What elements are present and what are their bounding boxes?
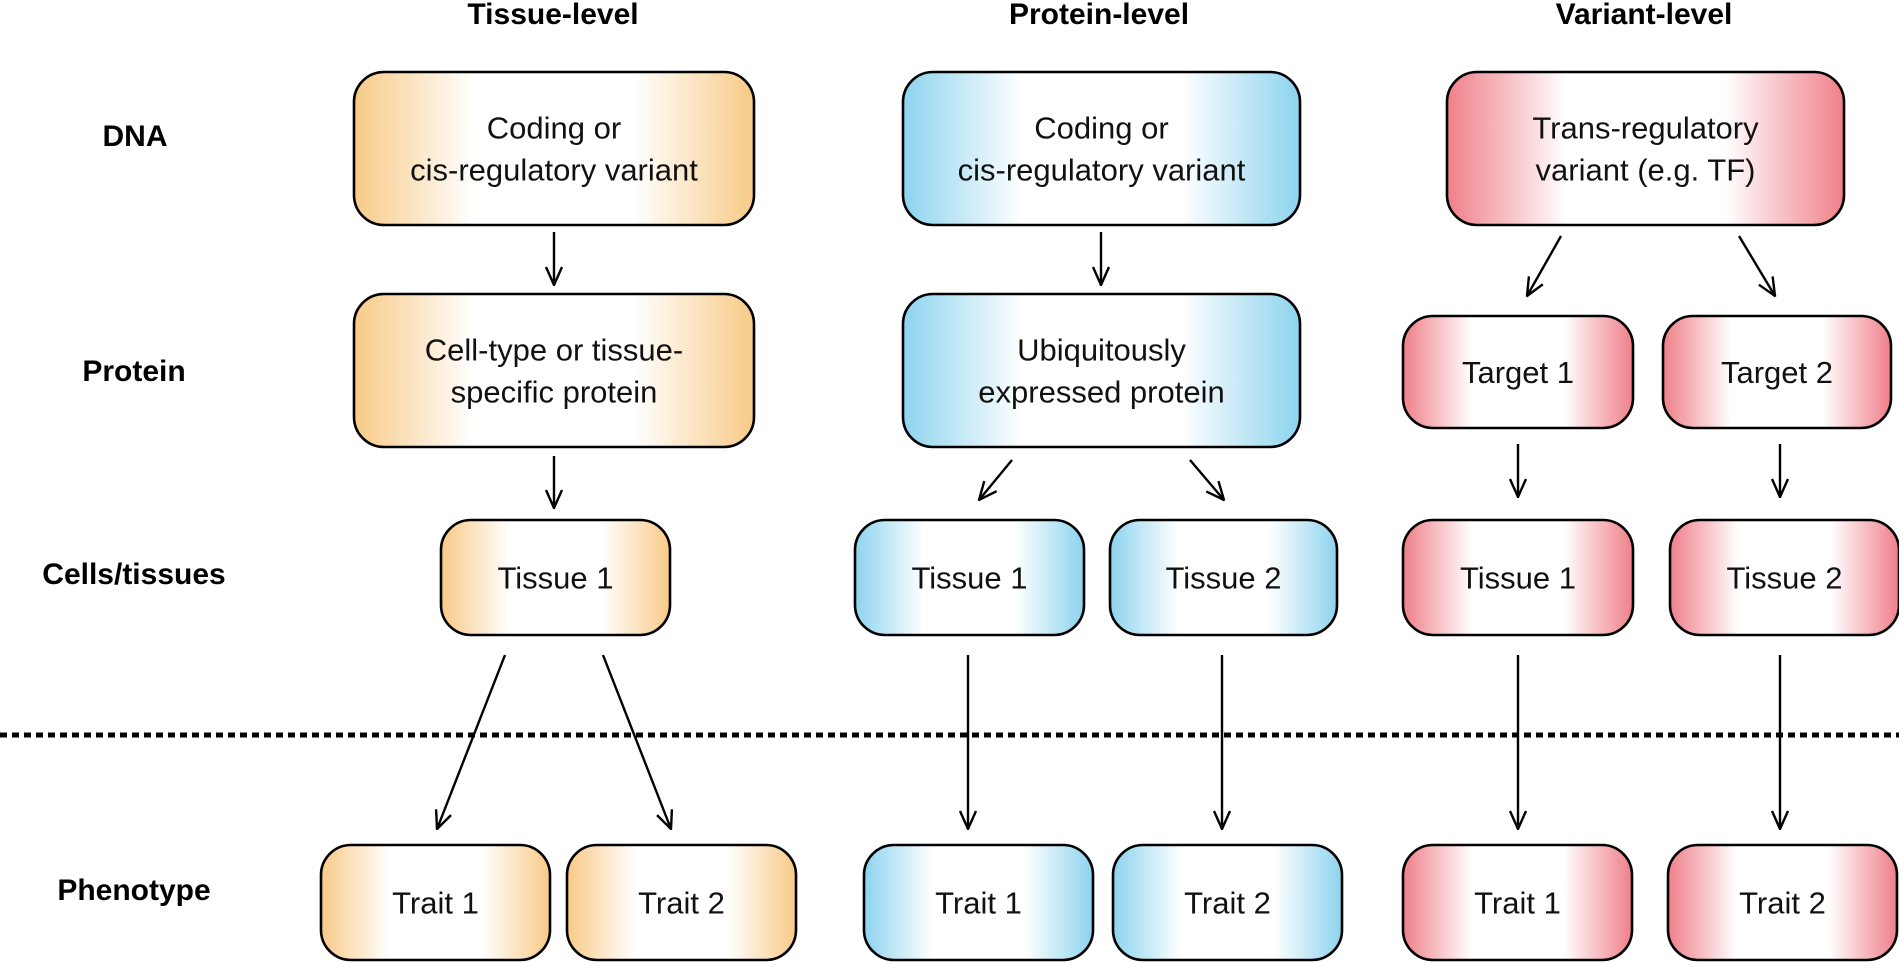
tissue-level-trait2-node: Trait 2 bbox=[565, 843, 798, 962]
tissue-level-protein-node-shape bbox=[352, 292, 756, 449]
variant-level-target2-node: Target 2 bbox=[1661, 314, 1893, 430]
tissue-level-trait1-node-shape bbox=[319, 843, 552, 962]
protein-level-dna-node: Coding or cis-regulatory variant bbox=[901, 70, 1302, 227]
protein-level-tissue2-node-label-line-1: Tissue 2 bbox=[1165, 561, 1281, 596]
row-label-phenotype: Phenotype bbox=[57, 874, 210, 907]
column-title-tissue-level: Tissue-level bbox=[467, 0, 638, 31]
variant-level-tissue1-node-shape bbox=[1401, 518, 1635, 637]
variant-level-tissue1-node-label-line-1: Tissue 1 bbox=[1460, 561, 1576, 596]
variant-level-trait1-node-label-line-1: Trait 1 bbox=[1474, 886, 1561, 921]
variant-level-dna-node-label-line-2: variant (e.g. TF) bbox=[1536, 153, 1756, 188]
variant-level-arrow-dna-to-target1 bbox=[1527, 235, 1563, 296]
column-title-variant-level: Variant-level bbox=[1556, 0, 1733, 31]
variant-level-dna-node: Trans-regulatory variant (e.g. TF) bbox=[1445, 70, 1846, 227]
variant-level-trait1-node-shape bbox=[1401, 843, 1634, 962]
variant-level-tissue2-node: Tissue 2 bbox=[1668, 518, 1899, 637]
protein-level-trait2-node-label-line-1: Trait 2 bbox=[1184, 886, 1271, 921]
variant-level-tissue2-node-shape bbox=[1668, 518, 1899, 637]
protein-level-protein-node: Ubiquitously expressed protein bbox=[901, 292, 1302, 449]
tissue-level-tissue1-node: Tissue 1 bbox=[439, 518, 672, 637]
tissue-level-trait1-node-label-line-1: Trait 1 bbox=[392, 886, 479, 921]
protein-level-trait2-node: Trait 2 bbox=[1111, 843, 1344, 962]
tissue-level-trait2-node-shape bbox=[565, 843, 798, 962]
variant-level-trait2-node: Trait 2 bbox=[1666, 843, 1899, 962]
protein-level-protein-node-label-line-1: Ubiquitously bbox=[1017, 333, 1186, 368]
tissue-level-tissue1-node-label-line-1: Tissue 1 bbox=[497, 561, 613, 596]
tissue-level-protein-node-label-line-1: Cell-type or tissue- bbox=[425, 333, 683, 368]
variant-level-arrow-dna-to-target2 bbox=[1737, 235, 1775, 296]
tissue-level-dna-node-label-line-2: cis-regulatory variant bbox=[410, 153, 698, 188]
protein-level-trait1-node-shape bbox=[862, 843, 1095, 962]
tissue-level-protein-node: Cell-type or tissue-specific protein bbox=[352, 292, 756, 449]
protein-level-dna-node-shape bbox=[901, 70, 1302, 227]
protein-level-tissue1-node: Tissue 1 bbox=[853, 518, 1086, 637]
protein-level-arrow-protein-to-tissue2 bbox=[1189, 459, 1224, 500]
protein-level-tissue2-node-shape bbox=[1108, 518, 1339, 637]
variant-level-target2-node-shape bbox=[1661, 314, 1893, 430]
tissue-level-trait2-node-label-line-1: Trait 2 bbox=[638, 886, 725, 921]
variant-level-target1-node-shape bbox=[1401, 314, 1635, 430]
variant-level-tissue2-node-label-line-1: Tissue 2 bbox=[1726, 561, 1842, 596]
protein-level-trait2-node-shape bbox=[1111, 843, 1344, 962]
nodes-layer: Coding or cis-regulatory variantCell-type… bbox=[319, 70, 1899, 962]
tissue-level-trait1-node: Trait 1 bbox=[319, 843, 552, 962]
tissue-level-arrow-tissue-to-trait1 bbox=[437, 654, 507, 829]
variant-level-target2-node-label-line-1: Target 2 bbox=[1721, 355, 1833, 390]
variant-level-dna-node-label-line-1: Trans-regulatory bbox=[1532, 111, 1759, 146]
variant-level-trait2-node-shape bbox=[1666, 843, 1899, 962]
protein-level-tissue1-node-shape bbox=[853, 518, 1086, 637]
row-label-protein: Protein bbox=[82, 355, 185, 388]
tissue-level-arrow-tissue-to-trait2 bbox=[601, 654, 671, 829]
protein-level-protein-node-shape bbox=[901, 292, 1302, 449]
variant-level-target1-node-label-line-1: Target 1 bbox=[1462, 355, 1574, 390]
column-title-protein-level: Protein-level bbox=[1009, 0, 1189, 31]
protein-level-tissue1-node-label-line-1: Tissue 1 bbox=[911, 561, 1027, 596]
tissue-level-dna-node-shape bbox=[352, 70, 756, 227]
protein-level-tissue2-node: Tissue 2 bbox=[1108, 518, 1339, 637]
variant-level-target1-node: Target 1 bbox=[1401, 314, 1635, 430]
tissue-level-dna-node-label-line-1: Coding or bbox=[487, 111, 621, 146]
row-label-cells-tissues: Cells/tissues bbox=[42, 558, 225, 591]
tissue-level-dna-node: Coding or cis-regulatory variant bbox=[352, 70, 756, 227]
arrows-layer bbox=[437, 232, 1780, 829]
protein-level-trait1-node: Trait 1 bbox=[862, 843, 1095, 962]
variant-level-dna-node-shape bbox=[1445, 70, 1846, 227]
row-label-dna: DNA bbox=[103, 120, 168, 153]
tissue-level-tissue1-node-shape bbox=[439, 518, 672, 637]
variant-level-trait1-node: Trait 1 bbox=[1401, 843, 1634, 962]
protein-level-dna-node-label-line-1: Coding or bbox=[1034, 111, 1168, 146]
variant-level-trait2-node-label-line-1: Trait 2 bbox=[1739, 886, 1826, 921]
protein-level-trait1-node-label-line-1: Trait 1 bbox=[935, 886, 1022, 921]
protein-level-arrow-protein-to-tissue1 bbox=[979, 459, 1013, 500]
tissue-level-protein-node-label-line-2: specific protein bbox=[451, 375, 658, 410]
protein-level-dna-node-label-line-2: cis-regulatory variant bbox=[958, 153, 1246, 188]
variant-level-tissue1-node: Tissue 1 bbox=[1401, 518, 1635, 637]
protein-level-protein-node-label-line-2: expressed protein bbox=[978, 375, 1224, 410]
